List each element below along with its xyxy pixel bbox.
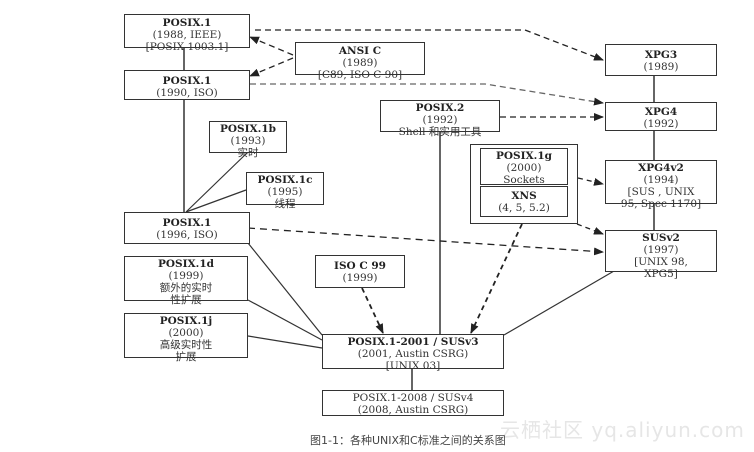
node-line: [SUS , UNIX bbox=[627, 186, 695, 198]
node-title: POSIX.1 bbox=[162, 217, 212, 229]
node-xns[interactable]: XNS (4, 5, 5.2) bbox=[480, 186, 568, 217]
node-xpg4v2[interactable]: XPG4v2 (1994) [SUS , UNIX 95, Spec 1170] bbox=[605, 160, 717, 210]
node-line: [C89, ISO C 90] bbox=[317, 69, 403, 81]
watermark: 云栖社区 yq.aliyun.com bbox=[500, 418, 745, 442]
node-posix1-1988[interactable]: POSIX.1 (1988, IEEE) [POSIX 1003.1] bbox=[124, 14, 250, 53]
node-posix2[interactable]: POSIX.2 (1992) Shell 和实用工具 bbox=[380, 100, 500, 138]
node-title: SUSv2 bbox=[642, 232, 680, 244]
node-line: (2008, Austin CSRG) bbox=[357, 404, 469, 416]
node-line: (1990, ISO) bbox=[156, 87, 218, 99]
node-posix1b[interactable]: POSIX.1b (1993) 实时 bbox=[209, 121, 287, 159]
node-title: ISO C 99 bbox=[334, 260, 386, 272]
node-xpg4[interactable]: XPG4 (1992) bbox=[605, 102, 717, 131]
node-title: POSIX.1c bbox=[257, 174, 313, 186]
node-posix1g[interactable]: POSIX.1g (2000) Sockets bbox=[480, 148, 568, 186]
node-posix1c[interactable]: POSIX.1c (1995) 线程 bbox=[246, 172, 324, 210]
edge-posix1996-posix2001 bbox=[247, 242, 323, 336]
edge-isoc99-posix2001 bbox=[361, 287, 384, 334]
node-line: (2001, Austin CSRG) bbox=[357, 348, 469, 360]
node-line: (1999) bbox=[168, 270, 204, 282]
node-title: XPG4 bbox=[644, 106, 678, 118]
node-line: 性扩展 bbox=[170, 294, 202, 306]
node-line: (1992) bbox=[422, 114, 458, 126]
node-line: (1989) bbox=[643, 61, 679, 73]
node-posix1j[interactable]: POSIX.1j (2000) 高级实时性 扩展 bbox=[124, 313, 248, 363]
node-line: (1989) bbox=[342, 57, 378, 69]
node-xpg3[interactable]: XPG3 (1989) bbox=[605, 44, 717, 76]
node-posix1d[interactable]: POSIX.1d (1999) 额外的实时 性扩展 bbox=[124, 256, 248, 306]
edge-susv2-posix2001 bbox=[503, 270, 615, 336]
node-line: [UNIX 98, bbox=[634, 256, 688, 268]
node-line: (1995) bbox=[267, 186, 303, 198]
node-line: XPG5] bbox=[644, 268, 678, 280]
node-line: 95, Spec 1170] bbox=[620, 198, 702, 210]
node-susv2[interactable]: SUSv2 (1997) [UNIX 98, XPG5] bbox=[605, 230, 717, 280]
node-line: (1994) bbox=[643, 174, 679, 186]
node-line: 额外的实时 bbox=[159, 282, 213, 294]
node-line: [POSIX 1003.1] bbox=[145, 41, 229, 53]
edge-ansic-posix1990 bbox=[249, 57, 294, 77]
edge-posix1c-posix1996 bbox=[185, 189, 247, 213]
node-title: XPG3 bbox=[644, 49, 678, 61]
edge-ansic-posix1988 bbox=[249, 36, 294, 56]
node-title: POSIX.2 bbox=[415, 102, 465, 114]
node-title: XNS bbox=[511, 190, 537, 202]
node-line: (2000) bbox=[168, 327, 204, 339]
node-line: (1997) bbox=[643, 244, 679, 256]
edge-posix1988-xpg3 bbox=[255, 29, 604, 61]
node-line: 线程 bbox=[274, 198, 296, 210]
node-line: (1993) bbox=[230, 135, 266, 147]
node-line: Shell 和实用工具 bbox=[398, 126, 482, 138]
node-title: POSIX.1g bbox=[496, 150, 552, 162]
node-title: POSIX.1b bbox=[220, 123, 276, 135]
node-line: (1988, IEEE) bbox=[152, 29, 222, 41]
node-line: 扩展 bbox=[175, 351, 197, 363]
node-iso-c99[interactable]: ISO C 99 (1999) bbox=[315, 255, 405, 288]
node-ansi-c[interactable]: ANSI C (1989) [C89, ISO C 90] bbox=[295, 42, 425, 81]
node-title: POSIX.1j bbox=[159, 315, 213, 327]
node-posix1-1990[interactable]: POSIX.1 (1990, ISO) bbox=[124, 70, 250, 100]
node-posix1-1996[interactable]: POSIX.1 (1996, ISO) bbox=[124, 212, 250, 244]
node-title: POSIX.1 bbox=[162, 75, 212, 87]
node-line: (4, 5, 5.2) bbox=[498, 202, 550, 214]
node-line: POSIX.1-2008 / SUSv4 bbox=[352, 392, 474, 404]
edge-xns-susv2 bbox=[576, 223, 604, 235]
node-title: ANSI C bbox=[338, 45, 382, 57]
node-line: (1996, ISO) bbox=[156, 229, 218, 241]
figure-caption: 图1-1：各种UNIX和C标准之间的关系图 bbox=[310, 434, 506, 447]
node-line: [UNIX 03] bbox=[385, 360, 441, 372]
edge-posix1996-susv2 bbox=[247, 227, 604, 256]
node-posix2008-susv4[interactable]: POSIX.1-2008 / SUSv4 (2008, Austin CSRG) bbox=[322, 390, 504, 416]
node-line: 实时 bbox=[237, 147, 259, 159]
node-line: 高级实时性 bbox=[159, 339, 213, 351]
edge-posix1j-posix2001 bbox=[247, 335, 323, 349]
node-title: POSIX.1-2001 / SUSv3 bbox=[347, 336, 479, 348]
node-title: XPG4v2 bbox=[638, 162, 684, 174]
edge-posix1990-xpg4 bbox=[250, 83, 604, 106]
edge-posix1d-posix2001 bbox=[247, 299, 323, 341]
node-posix2001-susv3[interactable]: POSIX.1-2001 / SUSv3 (2001, Austin CSRG)… bbox=[322, 334, 504, 372]
node-line: Sockets bbox=[503, 174, 545, 186]
node-line: (2000) bbox=[506, 162, 542, 174]
node-title: POSIX.1d bbox=[158, 258, 214, 270]
node-line: (1999) bbox=[342, 272, 378, 284]
edge-posix1g-xpg4v2 bbox=[577, 177, 604, 186]
node-line: (1992) bbox=[643, 118, 679, 130]
node-title: POSIX.1 bbox=[162, 17, 212, 29]
edge-xns-posix2001 bbox=[470, 223, 523, 334]
edge-posix1b-posix1996 bbox=[185, 151, 249, 213]
